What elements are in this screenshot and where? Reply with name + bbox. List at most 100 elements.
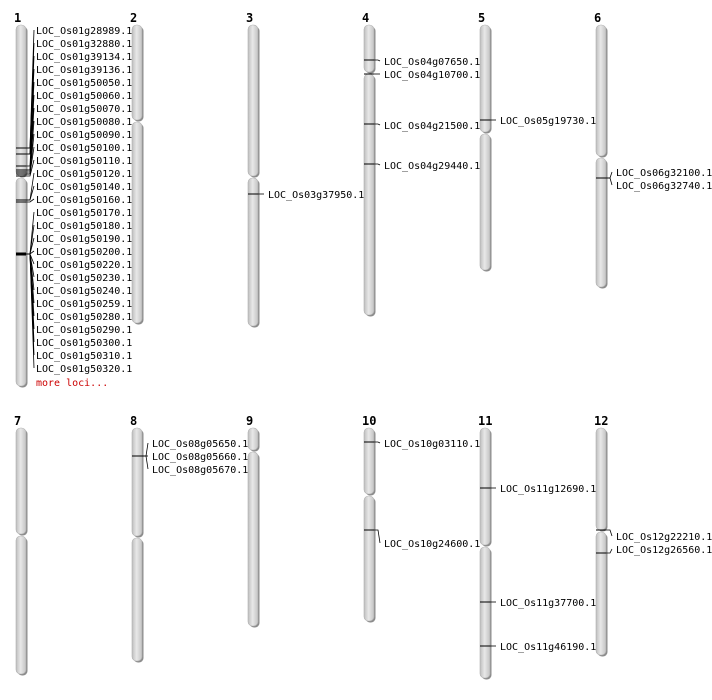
- locus-label[interactable]: LOC_Os01g50200.1: [36, 247, 132, 258]
- chromosome-number: 6: [594, 11, 601, 25]
- chromosome-2: 2: [130, 11, 144, 325]
- chromosome-short-arm: [479, 427, 491, 546]
- chromosome-11: 11LOC_Os11g12690.1LOC_Os11g37700.1LOC_Os…: [478, 414, 596, 680]
- locus-label[interactable]: LOC_Os01g50220.1: [36, 260, 132, 271]
- locus-connector: [26, 198, 35, 203]
- chromosome-short-arm: [131, 24, 143, 121]
- chromosome-8: 8LOC_Os08g05650.1LOC_Os08g05660.1LOC_Os0…: [130, 414, 248, 663]
- locus-label[interactable]: LOC_Os10g24600.1: [384, 539, 480, 550]
- locus-label[interactable]: LOC_Os01g50230.1: [36, 273, 132, 284]
- chromosome-short-arm: [247, 24, 259, 177]
- chromosome-long-arm: [363, 495, 375, 622]
- locus-label[interactable]: LOC_Os01g50160.1: [36, 195, 132, 206]
- chromosome-4: 4LOC_Os04g07650.1LOC_Os04g10700.1LOC_Os0…: [362, 11, 480, 317]
- locus-label[interactable]: LOC_Os01g50110.1: [36, 156, 132, 167]
- locus-label[interactable]: LOC_Os12g26560.1: [616, 545, 712, 556]
- locus-connector: [374, 529, 381, 544]
- chromosome-short-arm: [247, 427, 259, 451]
- locus-connector: [606, 529, 613, 537]
- locus-label[interactable]: LOC_Os01g28989.1: [36, 26, 132, 37]
- locus-label[interactable]: LOC_Os01g50240.1: [36, 286, 132, 297]
- locus-label[interactable]: LOC_Os04g29440.1: [384, 161, 480, 172]
- locus-label[interactable]: LOC_Os01g50290.1: [36, 325, 132, 336]
- locus-label[interactable]: LOC_Os01g50100.1: [36, 143, 132, 154]
- chromosome-short-arm: [595, 427, 607, 531]
- chromosome-number: 7: [14, 414, 21, 428]
- chromosome-9: 9: [246, 414, 260, 628]
- locus-label[interactable]: LOC_Os01g50090.1: [36, 130, 132, 141]
- chromosome-number: 2: [130, 11, 137, 25]
- locus-label[interactable]: LOC_Os01g50190.1: [36, 234, 132, 245]
- chromosome-number: 1: [14, 11, 21, 25]
- locus-label[interactable]: LOC_Os01g50259.1: [36, 299, 132, 310]
- locus-connector: [374, 163, 381, 166]
- locus-label[interactable]: LOC_Os11g46190.1: [500, 642, 596, 653]
- locus-label[interactable]: LOC_Os01g50180.1: [36, 221, 132, 232]
- more-loci-link[interactable]: more loci...: [36, 378, 108, 389]
- locus-label[interactable]: LOC_Os04g21500.1: [384, 121, 480, 132]
- locus-label[interactable]: LOC_Os01g50320.1: [36, 364, 132, 375]
- chromosome-number: 11: [478, 414, 492, 428]
- chromosome-long-arm: [595, 531, 607, 656]
- locus-label[interactable]: LOC_Os01g39136.1: [36, 65, 132, 76]
- locus-connector: [374, 441, 381, 444]
- chromosome-long-arm: [479, 546, 491, 679]
- locus-connector: [142, 455, 149, 470]
- locus-label[interactable]: LOC_Os04g07650.1: [384, 57, 480, 68]
- locus-label[interactable]: LOC_Os01g50310.1: [36, 351, 132, 362]
- locus-label[interactable]: LOC_Os01g50120.1: [36, 169, 132, 180]
- locus-label[interactable]: LOC_Os01g50280.1: [36, 312, 132, 323]
- chromosome-long-arm: [15, 535, 27, 675]
- locus-label[interactable]: LOC_Os01g50170.1: [36, 208, 132, 219]
- chromosome-short-arm: [131, 427, 143, 537]
- chromosome-short-arm: [363, 24, 375, 73]
- locus-label[interactable]: LOC_Os06g32740.1: [616, 181, 712, 192]
- chromosome-number: 4: [362, 11, 369, 25]
- chromosome-short-arm: [363, 427, 375, 495]
- chromosome-number: 12: [594, 414, 608, 428]
- locus-label[interactable]: LOC_Os11g12690.1: [500, 484, 596, 495]
- locus-label[interactable]: LOC_Os12g22210.1: [616, 532, 712, 543]
- locus-label[interactable]: LOC_Os03g37950.1: [268, 190, 364, 201]
- locus-label[interactable]: LOC_Os01g50140.1: [36, 182, 132, 193]
- locus-connector: [26, 253, 35, 369]
- chromosome-short-arm: [479, 24, 491, 133]
- locus-label[interactable]: LOC_Os08g05670.1: [152, 465, 248, 476]
- chromosome-number: 5: [478, 11, 485, 25]
- chromosome-number: 10: [362, 414, 376, 428]
- chromosome-short-arm: [595, 24, 607, 157]
- chromosome-short-arm: [15, 427, 27, 535]
- locus-label[interactable]: LOC_Os05g19730.1: [500, 116, 596, 127]
- locus-label[interactable]: LOC_Os04g10700.1: [384, 70, 480, 81]
- chromosome-number: 9: [246, 414, 253, 428]
- locus-label[interactable]: LOC_Os06g32100.1: [616, 168, 712, 179]
- chromosome-long-arm: [479, 133, 491, 271]
- locus-label[interactable]: LOC_Os01g50300.1: [36, 338, 132, 349]
- locus-connector: [606, 177, 613, 186]
- locus-connector: [26, 159, 35, 177]
- chromosome-long-arm: [247, 177, 259, 327]
- locus-label[interactable]: LOC_Os01g32880.1: [36, 39, 132, 50]
- locus-connector: [374, 123, 381, 126]
- chromosome-number: 3: [246, 11, 253, 25]
- locus-label[interactable]: LOC_Os08g05650.1: [152, 439, 248, 450]
- locus-connector: [374, 59, 381, 62]
- locus-label[interactable]: LOC_Os01g50050.1: [36, 78, 132, 89]
- locus-label[interactable]: LOC_Os10g03110.1: [384, 439, 480, 450]
- chromosome-1: 1LOC_Os01g28989.1LOC_Os01g32880.1LOC_Os0…: [14, 11, 132, 389]
- locus-label[interactable]: LOC_Os08g05660.1: [152, 452, 248, 463]
- locus-label[interactable]: LOC_Os01g50060.1: [36, 91, 132, 102]
- locus-connector: [26, 68, 35, 155]
- chromosome-number: 8: [130, 414, 137, 428]
- chromosome-long-arm: [131, 121, 143, 324]
- locus-label[interactable]: LOC_Os01g50070.1: [36, 104, 132, 115]
- locus-label[interactable]: LOC_Os11g37700.1: [500, 598, 596, 609]
- chromosome-short-arm: [15, 24, 27, 177]
- locus-label[interactable]: LOC_Os01g39134.1: [36, 52, 132, 63]
- chromosome-long-arm: [131, 537, 143, 662]
- locus-label[interactable]: LOC_Os01g50080.1: [36, 117, 132, 128]
